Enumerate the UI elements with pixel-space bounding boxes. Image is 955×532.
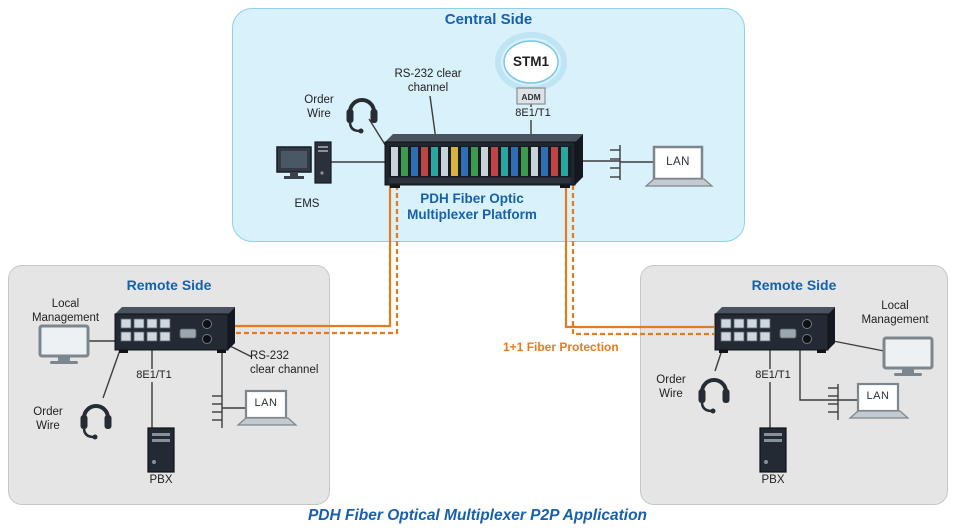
remote-left-e1-label: 8E1/T1 <box>129 369 179 382</box>
pbx-tower-icon-left <box>147 427 175 473</box>
laptop-icon-left <box>236 389 298 426</box>
fiber-line-right-solid <box>564 185 714 329</box>
fanout-connector-right <box>828 384 858 420</box>
central-side-panel <box>232 8 745 242</box>
remote-right-order-wire-label: Order Wire <box>656 374 686 400</box>
fiber-line-right-dashed <box>571 185 714 336</box>
fiber-links <box>229 185 714 336</box>
remote-right-pbx-label: PBX <box>761 474 785 486</box>
remote-mux-left <box>114 307 235 353</box>
headset-icon-left <box>80 404 112 440</box>
diagram-caption: PDH Fiber Optical Multiplexer P2P Applic… <box>307 507 648 524</box>
central-rs232-label: RS-232 clear channel <box>394 68 462 94</box>
remote-left-connection-lines <box>88 340 253 428</box>
central-order-wire-label: Order Wire <box>304 94 334 120</box>
fiber-line-left-solid <box>229 185 392 328</box>
remote-left-title: Remote Side <box>126 277 212 293</box>
pbx-tower-icon-right <box>759 427 787 473</box>
headset-icon-right <box>698 378 730 414</box>
remote-right-lan-label: LAN <box>866 390 890 402</box>
remote-right-title: Remote Side <box>751 277 837 293</box>
fiber-protection-label: 1+1 Fiber Protection <box>503 340 619 354</box>
remote-left-order-wire-label: Order Wire <box>33 406 63 432</box>
central-side-title: Central Side <box>444 11 533 28</box>
fanout-connector-left <box>212 392 246 428</box>
central-lan-label: LAN <box>666 156 690 168</box>
adm-label: ADM <box>521 92 541 102</box>
stm1-label: STM1 <box>512 54 549 69</box>
fiber-line-left-dashed <box>229 185 399 335</box>
multiplexer-rack <box>384 134 583 188</box>
ems-label: EMS <box>294 198 320 210</box>
adm-box <box>516 87 546 105</box>
monitor-icon-right <box>882 336 934 376</box>
headset-icon-central <box>346 98 378 134</box>
remote-right-e1-label: 8E1/T1 <box>748 369 798 382</box>
fanout-connector-central <box>610 145 654 180</box>
remote-left-lan-label: LAN <box>254 397 278 409</box>
remote-left-pbx-label: PBX <box>149 474 173 486</box>
central-e1-label: 8E1/T1 <box>505 107 561 120</box>
laptop-icon-right <box>848 382 910 419</box>
ems-computer-icon <box>276 141 332 184</box>
remote-mux-right <box>714 307 835 353</box>
laptop-icon-central <box>644 145 714 187</box>
remote-left-rs232-label: RS-232 clear channel <box>250 350 319 376</box>
remote-right-local-management-label: Local Management <box>861 300 929 326</box>
remote-right-connection-lines <box>714 339 885 428</box>
remote-left-local-management-label: Local Management <box>31 298 100 324</box>
monitor-icon-left <box>38 324 90 364</box>
platform-label: PDH Fiber Optic Multiplexer Platform <box>407 191 537 222</box>
